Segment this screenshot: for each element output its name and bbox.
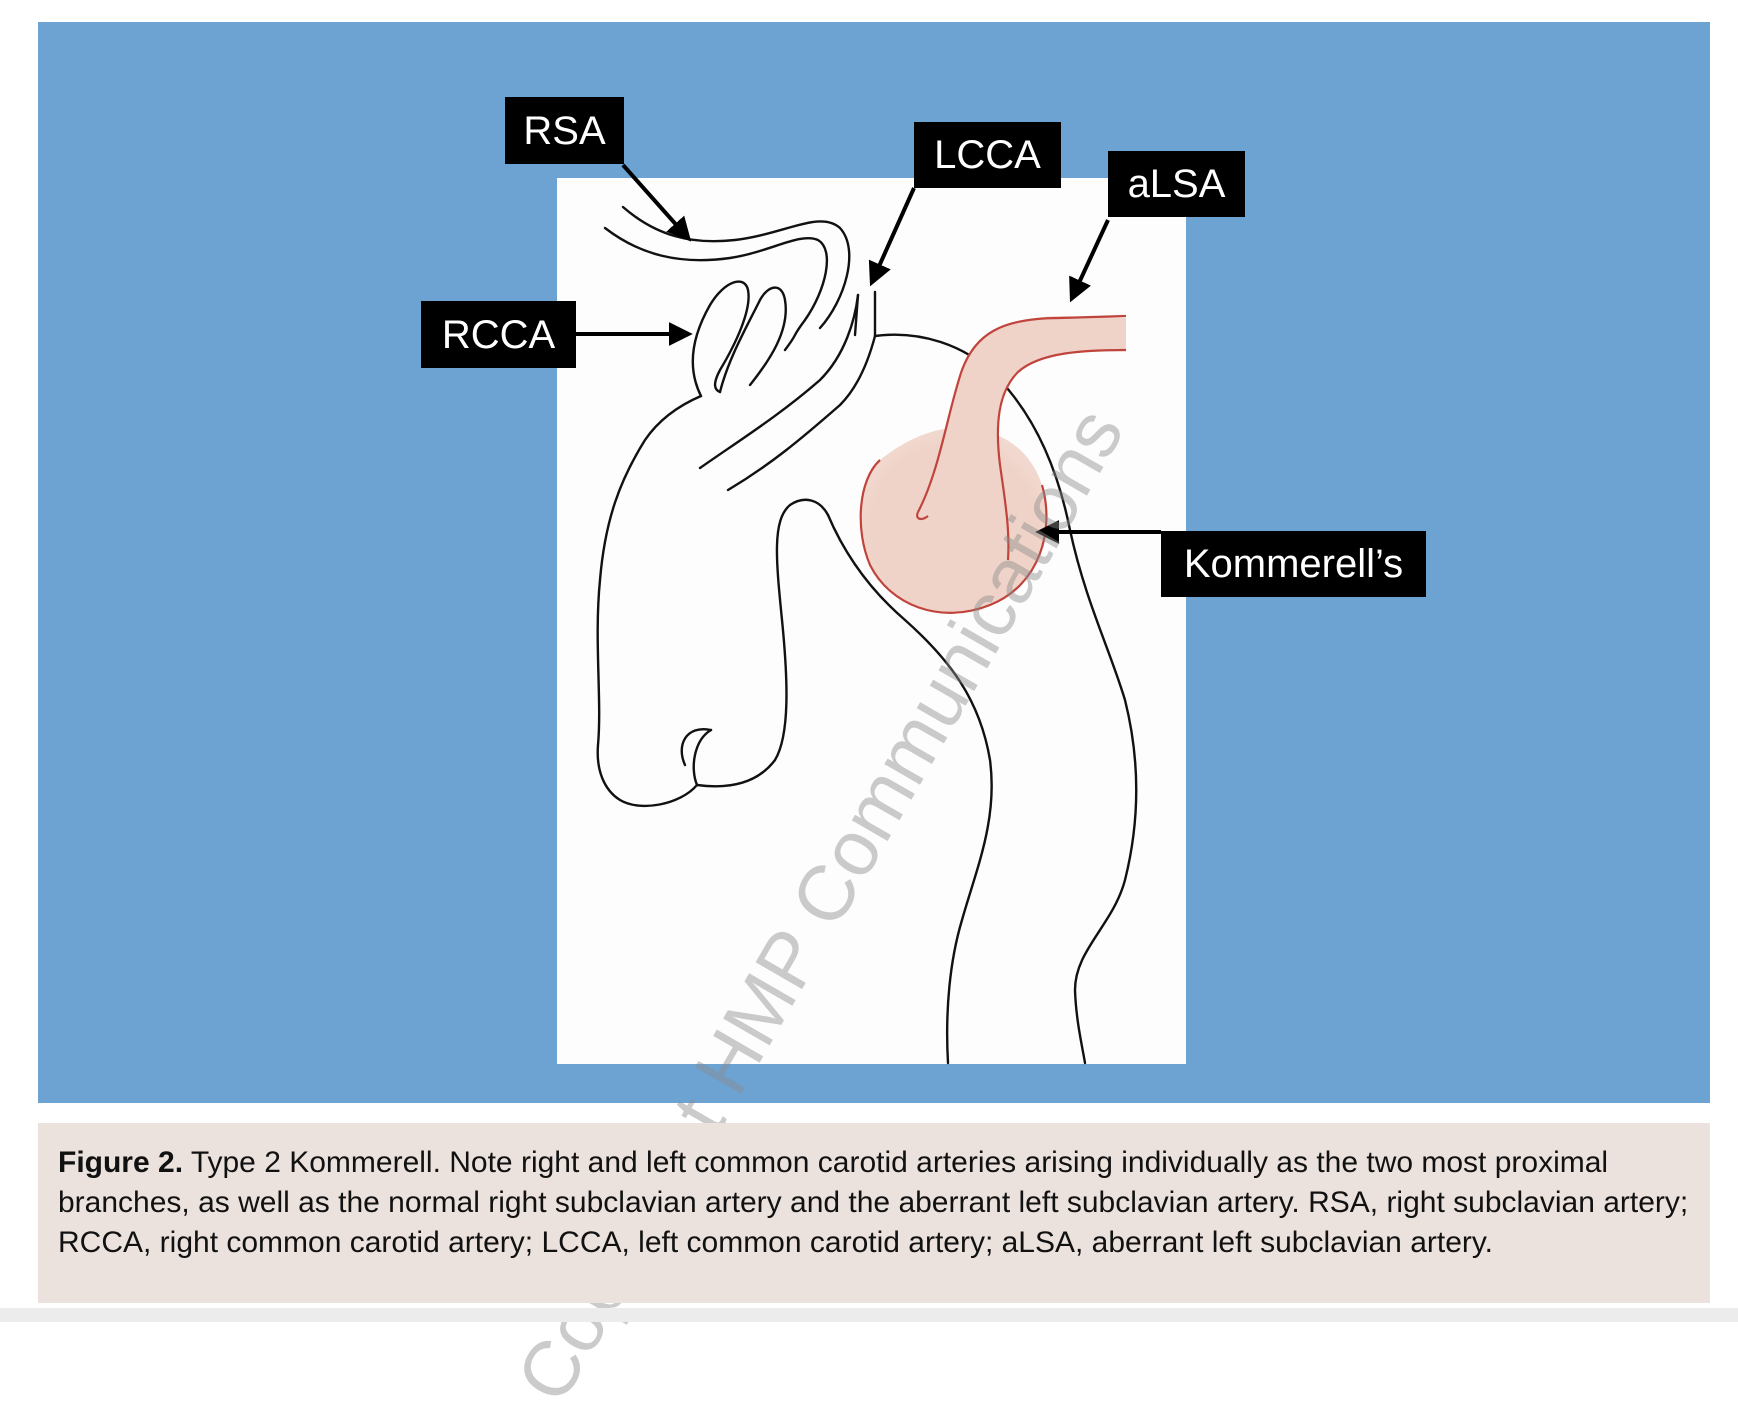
label-rsa: RSA bbox=[505, 97, 624, 164]
lcca-vessel bbox=[853, 290, 877, 338]
figure-caption: Figure 2. Type 2 Kommerell. Note right a… bbox=[38, 1123, 1710, 1303]
label-kommerell: Kommerell’s bbox=[1161, 531, 1426, 597]
label-lcca: LCCA bbox=[914, 122, 1061, 188]
arrow-lcca bbox=[868, 187, 916, 287]
aorta-outline bbox=[596, 333, 1138, 1065]
caption-text: Type 2 Kommerell. Note right and left co… bbox=[58, 1146, 1689, 1259]
pointer-arrows bbox=[576, 163, 1161, 544]
alsa-vessel bbox=[916, 314, 1127, 561]
arrow-alsa bbox=[1069, 219, 1110, 303]
aortic-arch-diagram bbox=[576, 163, 1161, 1065]
label-rcca: RCCA bbox=[421, 301, 576, 368]
caption-label: Figure 2. bbox=[58, 1146, 184, 1179]
label-alsa: aLSA bbox=[1108, 151, 1245, 217]
bottom-strip bbox=[0, 1308, 1738, 1322]
arrow-rsa bbox=[621, 163, 692, 242]
right-branches bbox=[603, 205, 877, 492]
